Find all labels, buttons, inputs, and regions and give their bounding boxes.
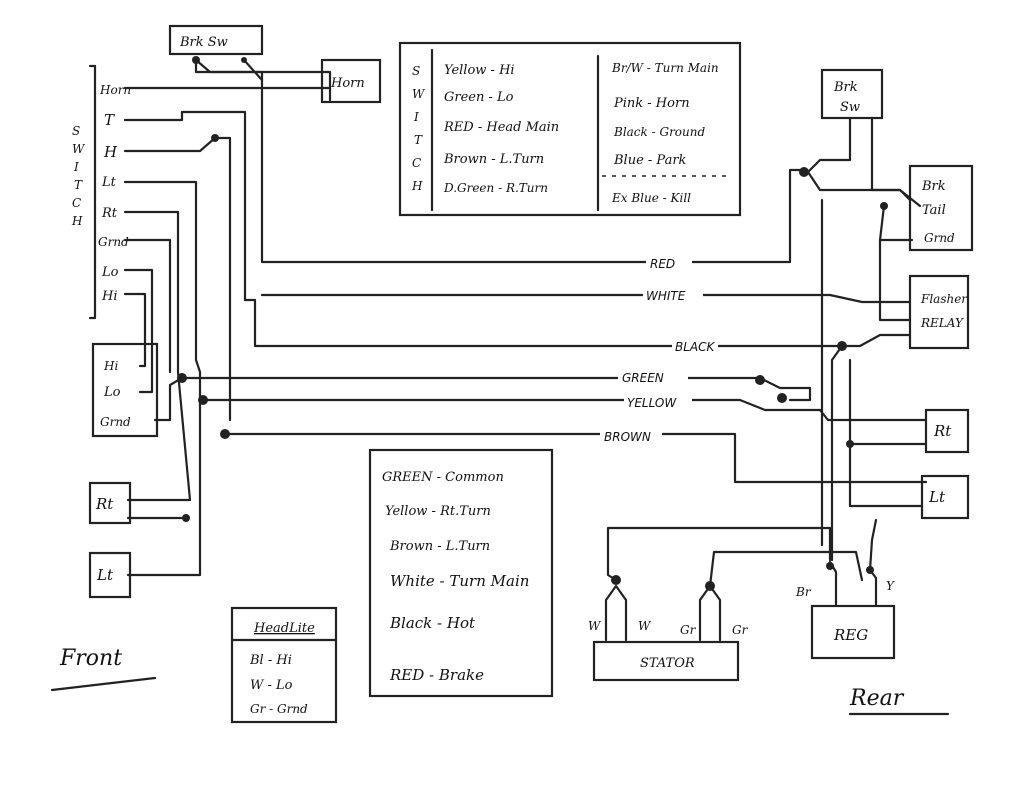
rear-right-turn-label: Rt — [933, 422, 952, 440]
front-label: Front — [59, 646, 122, 671]
regulator-lead-label: Br — [795, 585, 812, 599]
stator-lead-label: W — [588, 619, 602, 633]
rear-brake-switch: Brk Sw — [799, 68, 912, 202]
front-switch-vertical-label: S W I T C H — [71, 124, 86, 228]
brake-tail-label: Grnd — [924, 231, 955, 245]
legend-switch-letter: T — [414, 133, 423, 147]
regulator-label: REG — [833, 626, 868, 644]
regulator-lead-label: Y — [886, 579, 895, 593]
wire-legend-item: GREEN - Common — [382, 470, 504, 485]
wire-label-white: WHITE — [646, 289, 686, 303]
regulator: REG Br Y — [795, 518, 896, 660]
switch-terminal-h: H — [103, 143, 118, 161]
front-left-turn-label: Lt — [96, 566, 114, 584]
rear-corner-label: Rear — [848, 686, 950, 716]
stator-lead-label: Gr — [680, 623, 697, 637]
switch-letter: H — [71, 214, 83, 228]
legend-switch-letter: H — [411, 179, 423, 193]
headlite-legend-item: W - Lo — [250, 678, 293, 693]
rear-brake-switch-label: Sw — [840, 100, 860, 115]
flasher-relay: Flasher RELAY — [830, 238, 970, 562]
switch-letter: T — [74, 178, 83, 192]
headlite-legend-item: Bl - Hi — [249, 653, 292, 668]
switch-terminal-hi: Hi — [101, 289, 118, 304]
switch-terminal-lt: Lt — [101, 175, 117, 190]
front-wiring — [123, 58, 332, 577]
wire-label-yellow: YELLOW — [627, 396, 677, 410]
rear-label: Rear — [849, 686, 905, 711]
legend-switch-letter: S — [412, 64, 420, 78]
front-corner-label: Front — [50, 646, 157, 692]
switch-legend-item: RED - Head Main — [443, 120, 559, 135]
wire-legend-item: Brown - L.Turn — [389, 539, 490, 554]
front-left-turn: Lt — [88, 551, 132, 599]
stator-lead-label: W — [638, 619, 652, 633]
switch-legend-item: Blue - Park — [613, 153, 687, 168]
switch-letter: C — [72, 196, 81, 210]
headlite-legend-item: Gr - Grnd — [250, 702, 308, 716]
headlite-legend-title: HeadLite — [253, 621, 315, 636]
rear-brake-switch-label: Brk — [833, 80, 858, 95]
headlight-lo-label: Lo — [103, 385, 121, 400]
front-right-turn-label: Rt — [95, 495, 114, 513]
wire-legend-item: RED - Brake — [389, 666, 484, 684]
legend-switch-letter: C — [412, 156, 421, 170]
wire-label-red: RED — [650, 257, 675, 271]
wire-legend-item: Black - Hot — [389, 614, 476, 632]
horn-label: Horn — [330, 76, 365, 91]
horn: Horn — [320, 58, 382, 104]
front-switch: S W I T C H Horn T H Lt Rt Grnd Lo Hi — [71, 64, 131, 320]
stator-lead-label: Gr — [732, 623, 749, 637]
wire-label-green: GREEN — [622, 371, 664, 385]
wire-legend-item: White - Turn Main — [390, 572, 529, 590]
switch-legend-item: Br/W - Turn Main — [611, 61, 719, 75]
legend-switch-letter: I — [413, 110, 419, 124]
rear-right-turn: Rt — [818, 358, 970, 454]
front-brake-switch: Brk Sw — [168, 24, 264, 64]
brake-tail-label: Tail — [922, 203, 946, 218]
switch-legend-item: Green - Lo — [444, 90, 514, 105]
switch-terminal-rt: Rt — [101, 206, 118, 221]
switch-legend-item: Yellow - Hi — [444, 63, 515, 78]
stator-label: STATOR — [640, 656, 695, 671]
switch-letter: S — [72, 124, 80, 138]
rear-left-turn: Lt — [788, 386, 970, 520]
switch-legend-item: Ex Blue - Kill — [611, 191, 691, 205]
wire-legend-item: Yellow - Rt.Turn — [385, 504, 491, 519]
brake-tail-label: Brk — [921, 179, 946, 194]
switch-terminal-lo: Lo — [101, 265, 119, 280]
headlight-hi-label: Hi — [103, 359, 118, 373]
rear-left-turn-label: Lt — [928, 488, 946, 506]
legend-switch-letter: W — [412, 87, 426, 101]
switch-letter: W — [72, 142, 86, 156]
headlite-legend: HeadLite Bl - Hi W - Lo Gr - Grnd — [230, 606, 338, 724]
wire-label-brown: BROWN — [604, 430, 651, 444]
harness-wires: RED WHITE BLACK GREEN YELLOW BROWN — [180, 58, 928, 484]
switch-legend-item: D.Green - R.Turn — [443, 181, 548, 195]
flasher-relay-label: RELAY — [920, 316, 964, 330]
front-brake-switch-label: Brk Sw — [179, 35, 228, 50]
switch-letter: I — [73, 160, 79, 174]
rear-brake-tail: Brk Tail Grnd — [806, 164, 974, 547]
front-right-turn: Rt — [88, 481, 132, 525]
switch-terminal-t: T — [104, 111, 115, 129]
switch-terminal-horn: Horn — [99, 83, 131, 97]
switch-legend: S W I T C H Yellow - Hi Green - Lo RED -… — [398, 41, 742, 217]
switch-terminal-grnd: Grnd — [98, 235, 129, 249]
headlight: Hi Lo Grnd — [91, 342, 159, 438]
switch-legend-item: Pink - Horn — [613, 96, 690, 111]
flasher-relay-label: Flasher — [920, 292, 968, 306]
switch-legend-item: Brown - L.Turn — [443, 152, 544, 167]
headlight-grnd-label: Grnd — [100, 415, 131, 429]
wire-color-legend: GREEN - Common Yellow - Rt.Turn Brown - … — [368, 448, 554, 698]
wire-label-black: BLACK — [675, 340, 716, 354]
stator: STATOR W W Gr Gr — [588, 526, 864, 682]
switch-legend-item: Black - Ground — [613, 125, 705, 139]
